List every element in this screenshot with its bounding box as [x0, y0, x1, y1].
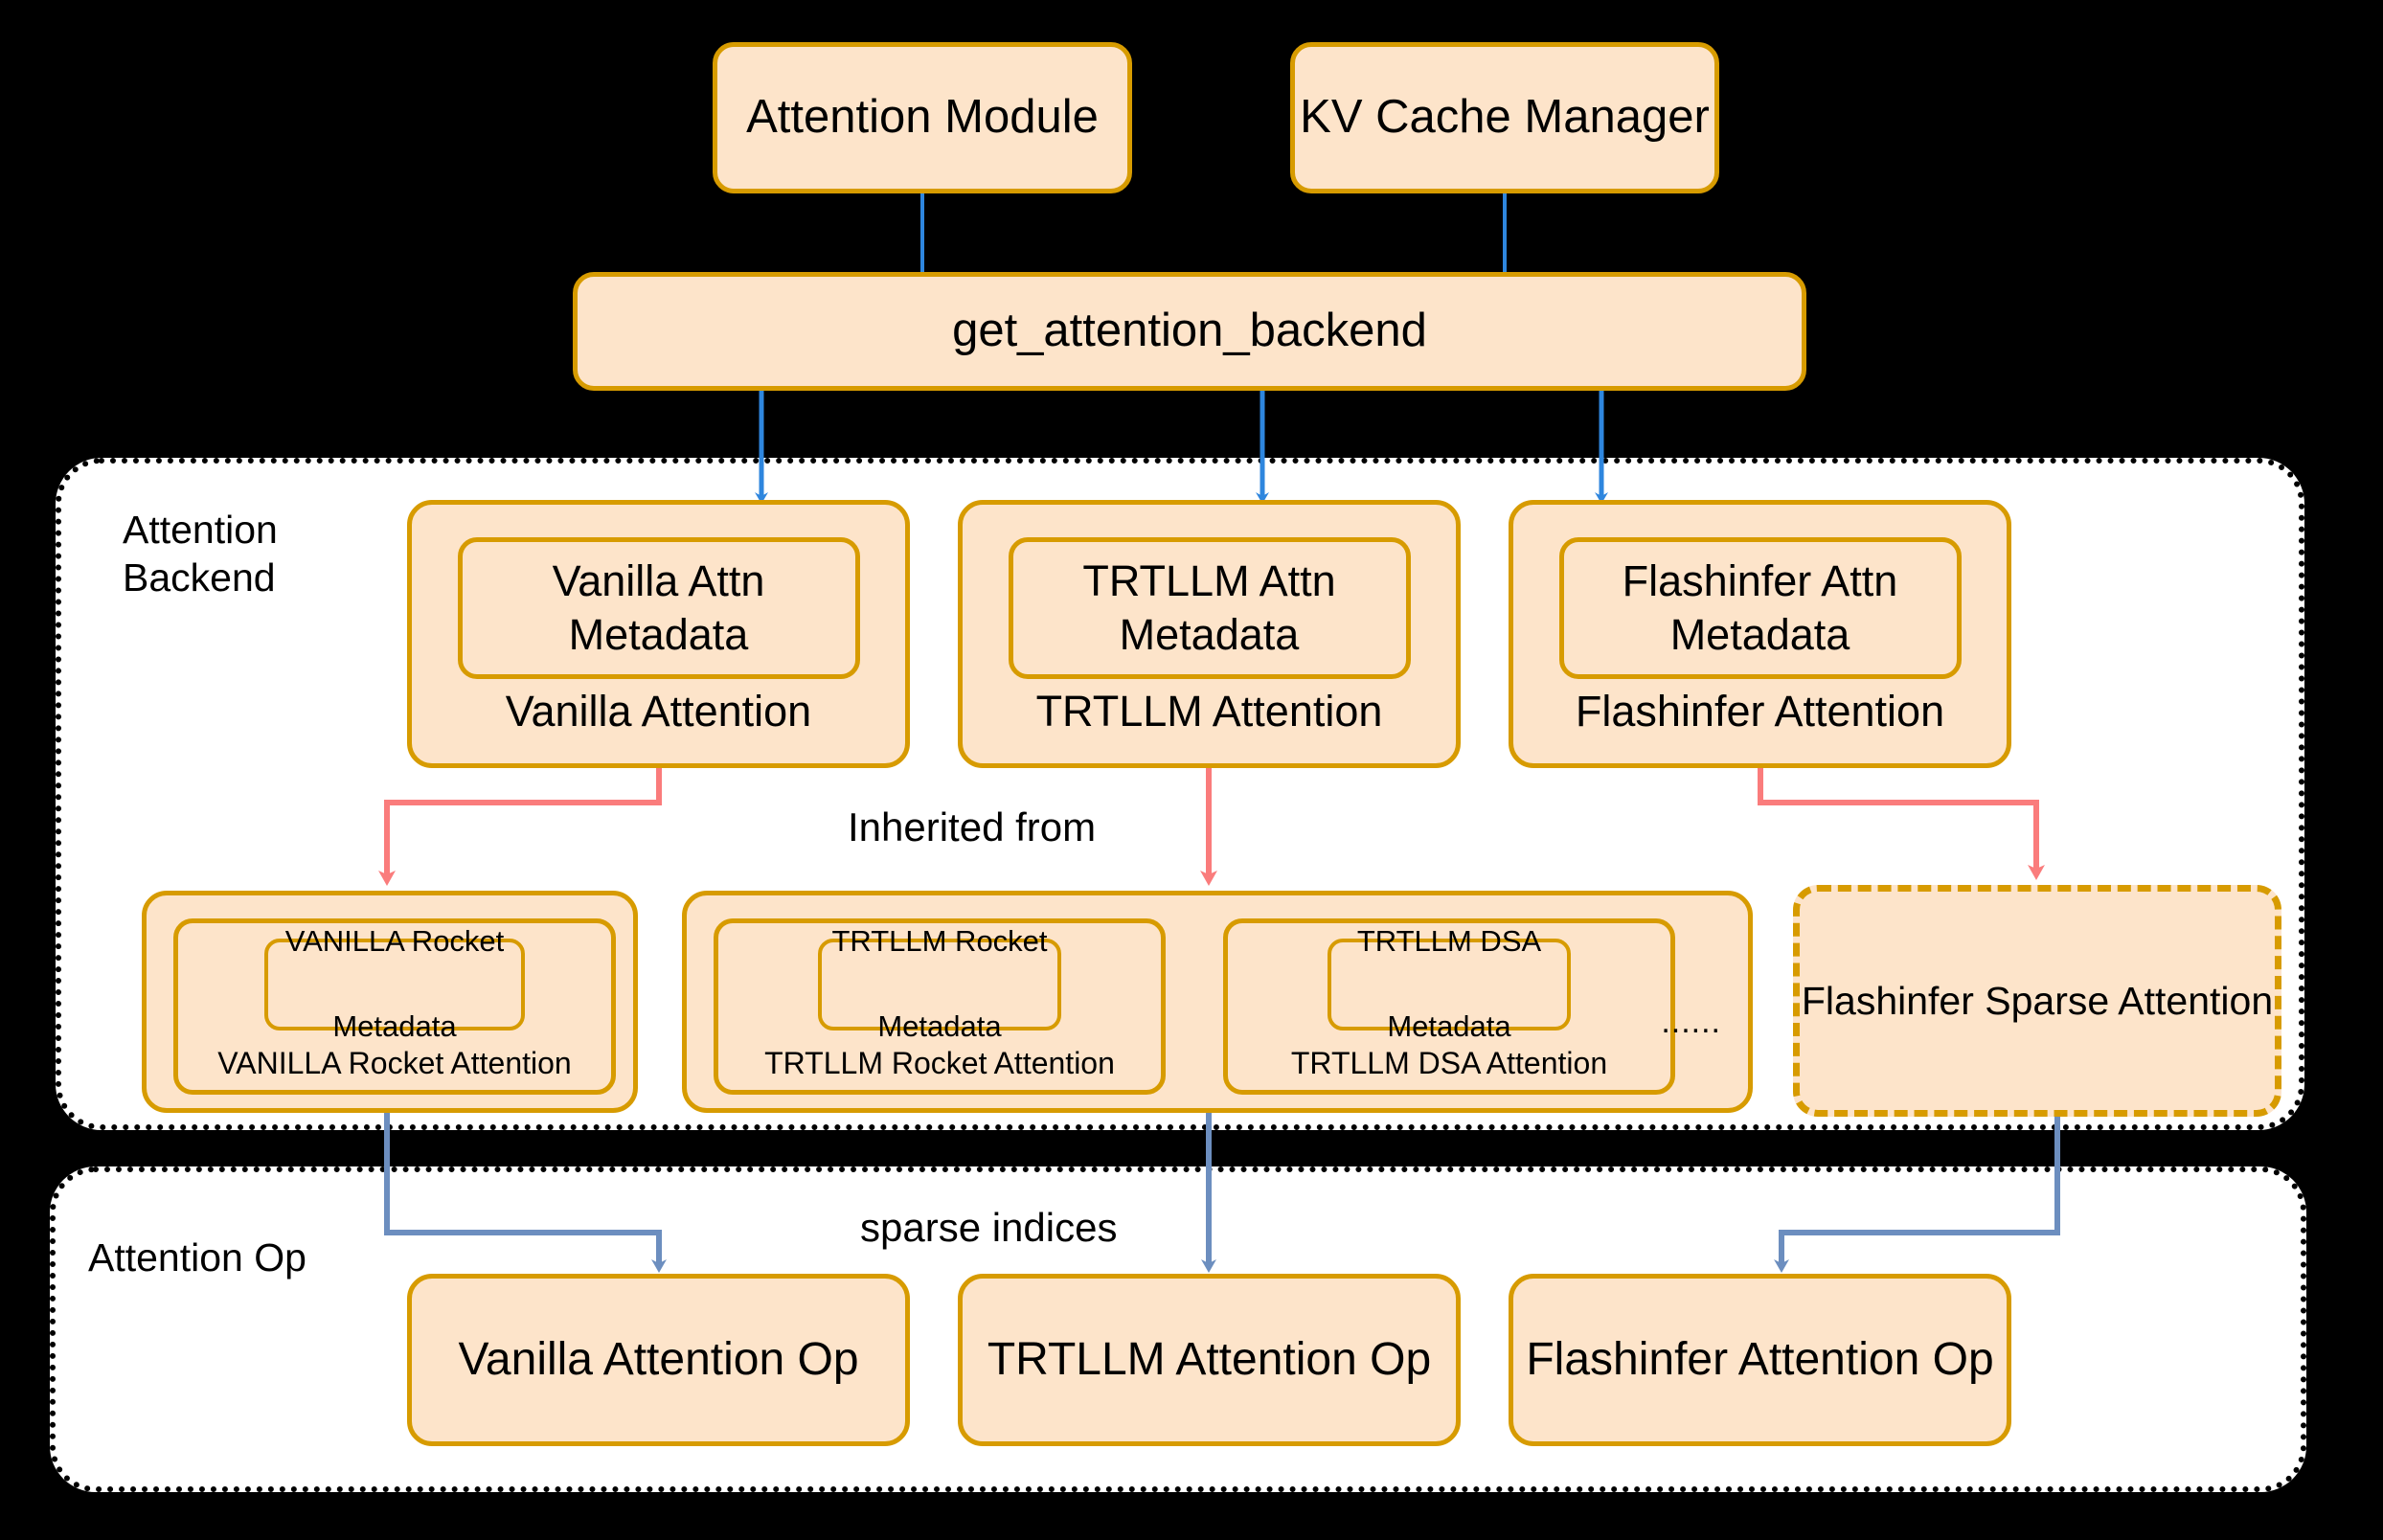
trtllm-sparse-group[interactable]: TRTLLM Rocket Metadata TRTLLM Rocket Att…	[682, 891, 1753, 1113]
trtllm-rocket-attention-box[interactable]: TRTLLM Rocket Metadata TRTLLM Rocket Att…	[714, 918, 1166, 1095]
trtllm-rocket-metadata-box: TRTLLM Rocket Metadata	[818, 924, 1061, 1043]
kv-cache-manager-box[interactable]: KV Cache Manager	[1290, 42, 1719, 193]
flashinfer-attn-name: Flashinfer Attention	[1575, 687, 1945, 736]
get-attention-backend-label: get_attention_backend	[952, 305, 1427, 357]
get-attention-backend-box[interactable]: get_attention_backend	[573, 272, 1806, 391]
attention-module-label: Attention Module	[746, 91, 1099, 144]
trtllm-attn-metadata-box: TRTLLM Attn Metadata	[1008, 537, 1411, 679]
op-card-flashinfer[interactable]: Flashinfer Attention Op	[1509, 1274, 2011, 1446]
more-impls-ellipsis: ......	[1661, 1004, 1721, 1040]
op-vanilla-label: Vanilla Attention Op	[458, 1333, 859, 1385]
backend-card-flashinfer[interactable]: Flashinfer Attn Metadata Flashinfer Atte…	[1509, 500, 2011, 768]
vanilla-rocket-attention-box[interactable]: VANILLA Rocket Metadata VANILLA Rocket A…	[173, 918, 616, 1095]
op-trtllm-label: TRTLLM Attention Op	[987, 1333, 1432, 1385]
vanilla-rocket-metadata-box: VANILLA Rocket Metadata	[264, 924, 525, 1043]
trtllm-rocket-attention-label: TRTLLM Rocket Attention	[764, 1045, 1115, 1080]
op-card-vanilla[interactable]: Vanilla Attention Op	[407, 1274, 910, 1446]
attention-backend-label: Attention Backend	[123, 508, 278, 600]
flashinfer-sparse-attention-label: Flashinfer Sparse Attention	[1801, 978, 2274, 1023]
op-card-trtllm[interactable]: TRTLLM Attention Op	[958, 1274, 1461, 1446]
vanilla-attn-metadata-box: Vanilla Attn Metadata	[457, 537, 860, 679]
sparse-indices-label: sparse indices	[860, 1205, 1118, 1250]
vanilla-attn-name: Vanilla Attention	[505, 687, 812, 736]
attention-op-label: Attention Op	[88, 1235, 306, 1280]
vanilla-rocket-attention-label: VANILLA Rocket Attention	[217, 1045, 572, 1080]
vanilla-rocket-group[interactable]: VANILLA Rocket Metadata VANILLA Rocket A…	[142, 891, 638, 1113]
attention-module-box[interactable]: Attention Module	[713, 42, 1132, 193]
trtllm-attn-name: TRTLLM Attention	[1035, 687, 1383, 736]
inherited-from-label: Inherited from	[848, 804, 1097, 849]
op-flashinfer-label: Flashinfer Attention Op	[1526, 1333, 1994, 1385]
flashinfer-attn-metadata-box: Flashinfer Attn Metadata	[1558, 537, 1962, 679]
flashinfer-sparse-attention-box[interactable]: Flashinfer Sparse Attention	[1793, 885, 2281, 1117]
trtllm-dsa-attention-label: TRTLLM DSA Attention	[1290, 1045, 1608, 1080]
backend-card-trtllm[interactable]: TRTLLM Attn Metadata TRTLLM Attention	[958, 500, 1461, 768]
trtllm-dsa-metadata-box: TRTLLM DSA Metadata	[1328, 924, 1571, 1043]
trtllm-dsa-attention-box[interactable]: TRTLLM DSA Metadata TRTLLM DSA Attention	[1223, 918, 1675, 1095]
backend-card-vanilla[interactable]: Vanilla Attn Metadata Vanilla Attention	[407, 500, 910, 768]
kv-cache-manager-label: KV Cache Manager	[1300, 91, 1710, 144]
